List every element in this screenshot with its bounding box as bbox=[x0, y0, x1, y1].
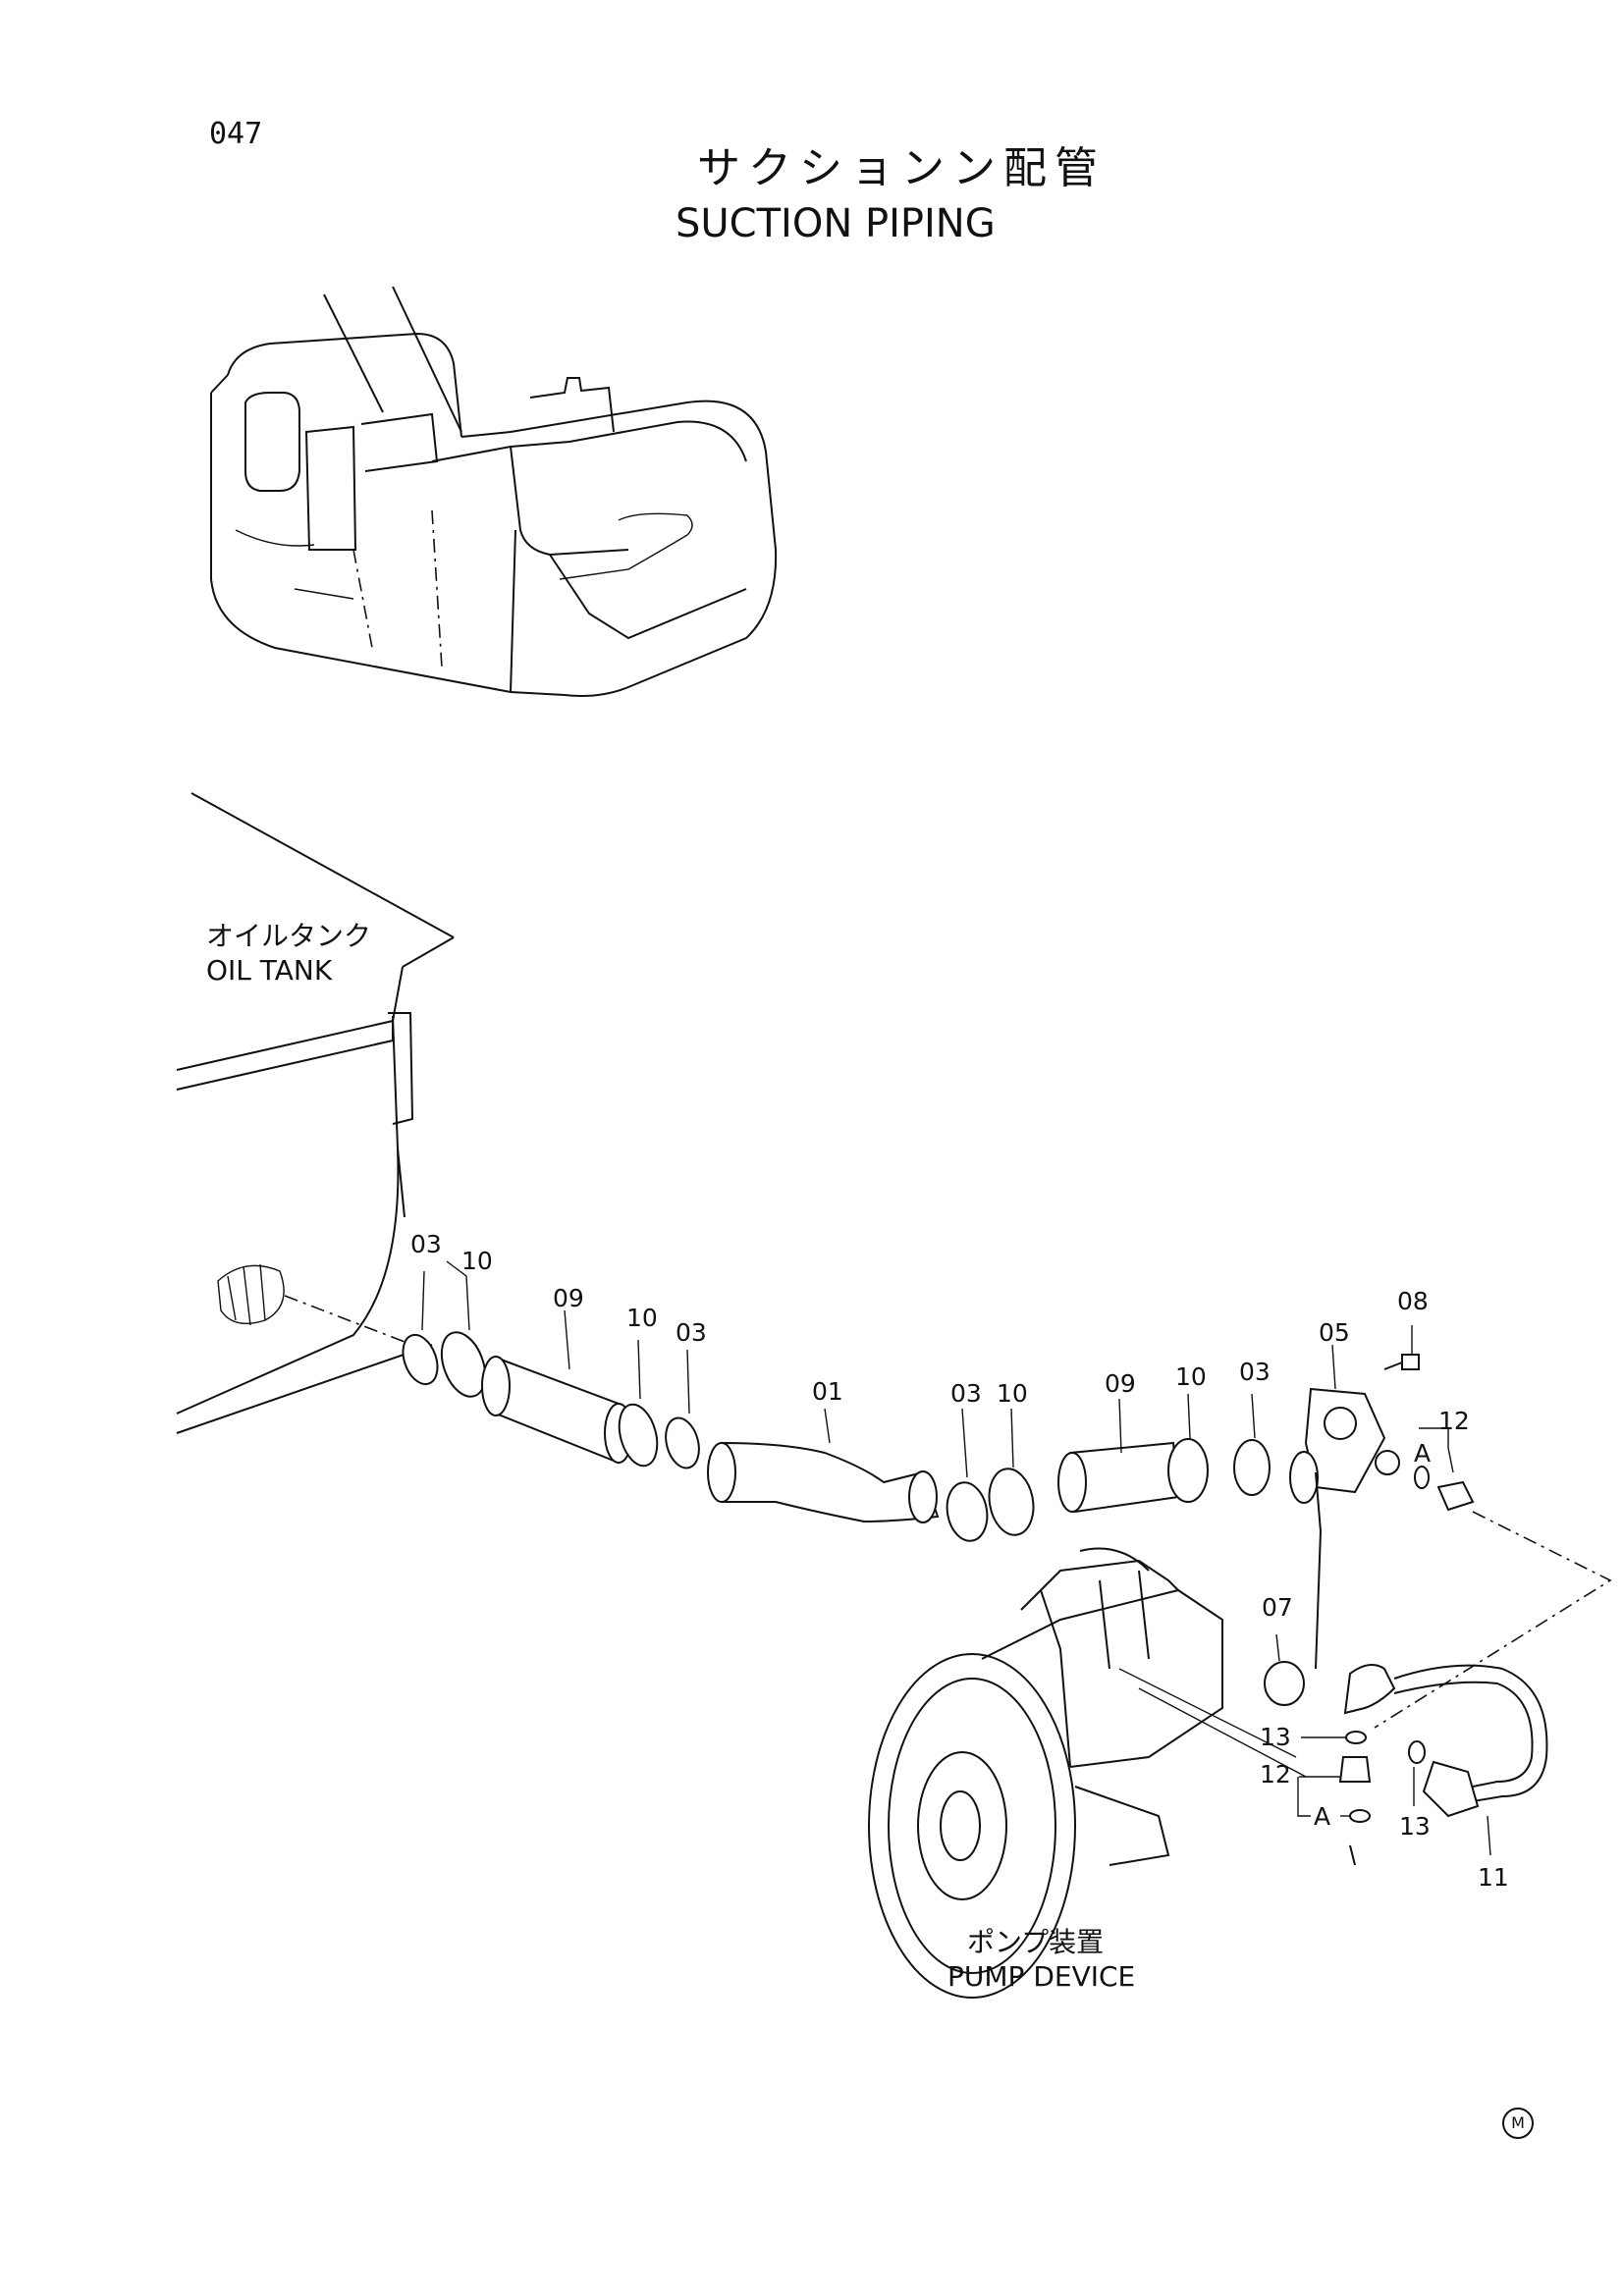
callout-13: 13 bbox=[1399, 1812, 1431, 1841]
page-number: 047 bbox=[209, 117, 263, 151]
callout-10: 10 bbox=[626, 1304, 658, 1332]
callout-A: A bbox=[1414, 1439, 1432, 1468]
callout-03: 03 bbox=[1239, 1358, 1271, 1386]
callout-03: 03 bbox=[950, 1379, 982, 1408]
suction-hose-parts bbox=[402, 1331, 1612, 1729]
callout-09: 09 bbox=[553, 1284, 584, 1312]
callout-12: 12 bbox=[1260, 1760, 1291, 1789]
callout-13: 13 bbox=[1260, 1723, 1291, 1751]
callout-10: 10 bbox=[997, 1379, 1028, 1408]
callout-09: 09 bbox=[1105, 1369, 1136, 1398]
oil-tank-illustration bbox=[176, 792, 455, 1434]
leader-lines bbox=[421, 1260, 1454, 1662]
callout-07: 07 bbox=[1262, 1593, 1293, 1622]
oil-tank-label-en: OIL TANK bbox=[206, 954, 333, 987]
callout-01: 01 bbox=[812, 1377, 843, 1406]
oil-tank-label-jp: オイルタンク bbox=[206, 920, 372, 952]
pump-label-jp: ポンプ装置 bbox=[967, 1926, 1105, 1958]
footer-mark: M bbox=[1502, 2108, 1534, 2139]
callout-12: 12 bbox=[1438, 1407, 1470, 1435]
title-japanese: サクションン配管 bbox=[697, 143, 1106, 193]
callout-A: A bbox=[1314, 1802, 1331, 1831]
title-english: SUCTION PIPING bbox=[676, 201, 996, 246]
excavator-illustration bbox=[210, 286, 778, 697]
pump-label-en: PUMP DEVICE bbox=[947, 1960, 1136, 1993]
callout-08: 08 bbox=[1397, 1287, 1429, 1315]
callout-11: 11 bbox=[1478, 1863, 1509, 1892]
callout-05: 05 bbox=[1319, 1318, 1350, 1347]
pump-illustration bbox=[868, 1471, 1323, 1999]
callout-03: 03 bbox=[410, 1230, 442, 1258]
callout-10: 10 bbox=[461, 1247, 493, 1275]
callout-10: 10 bbox=[1175, 1362, 1207, 1391]
callout-03: 03 bbox=[676, 1318, 707, 1347]
hose-11-assembly bbox=[1264, 1661, 1548, 1866]
